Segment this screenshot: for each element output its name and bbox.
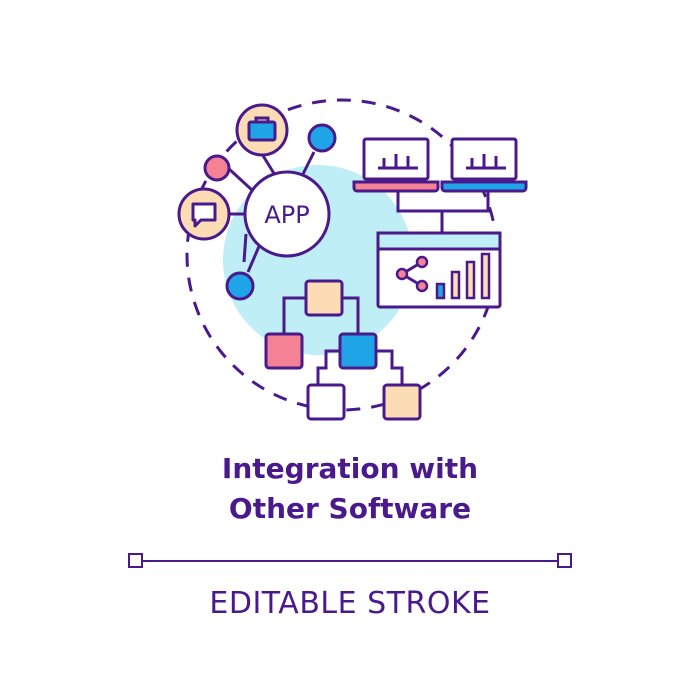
briefcase-node xyxy=(235,103,289,157)
laptop-connectors xyxy=(396,191,490,233)
chat-node xyxy=(177,187,231,241)
laptop-right xyxy=(440,137,528,193)
flow-node-blue xyxy=(338,332,378,370)
title-line-2: Other Software xyxy=(228,492,472,525)
flow-node-top xyxy=(304,279,344,317)
blue-dot-bottom xyxy=(225,271,255,301)
flow-node-white xyxy=(306,383,346,421)
app-label: APP xyxy=(264,201,309,229)
stroke-handle-right xyxy=(557,553,572,568)
share-icon xyxy=(395,255,429,293)
flowchart xyxy=(264,279,422,421)
briefcase-icon xyxy=(247,116,277,142)
laptop-left-chart xyxy=(378,154,418,170)
stroke-handle-left xyxy=(128,553,143,568)
title-line-1: Integration with xyxy=(221,452,479,485)
blue-dot-top xyxy=(307,123,337,153)
stroke-divider xyxy=(128,553,572,568)
laptop-right-chart xyxy=(466,154,506,170)
bar-chart-icon xyxy=(435,252,491,300)
flow-node-peach xyxy=(382,383,422,421)
flow-node-pink xyxy=(264,332,304,370)
chat-icon xyxy=(191,202,217,228)
pink-dot xyxy=(203,154,231,182)
flowchart-connectors xyxy=(282,296,404,385)
dashboard-window xyxy=(376,231,502,309)
laptop-left xyxy=(352,137,440,193)
editable-stroke-label: EDITABLE STROKE xyxy=(209,586,491,621)
app-circle xyxy=(243,170,331,258)
